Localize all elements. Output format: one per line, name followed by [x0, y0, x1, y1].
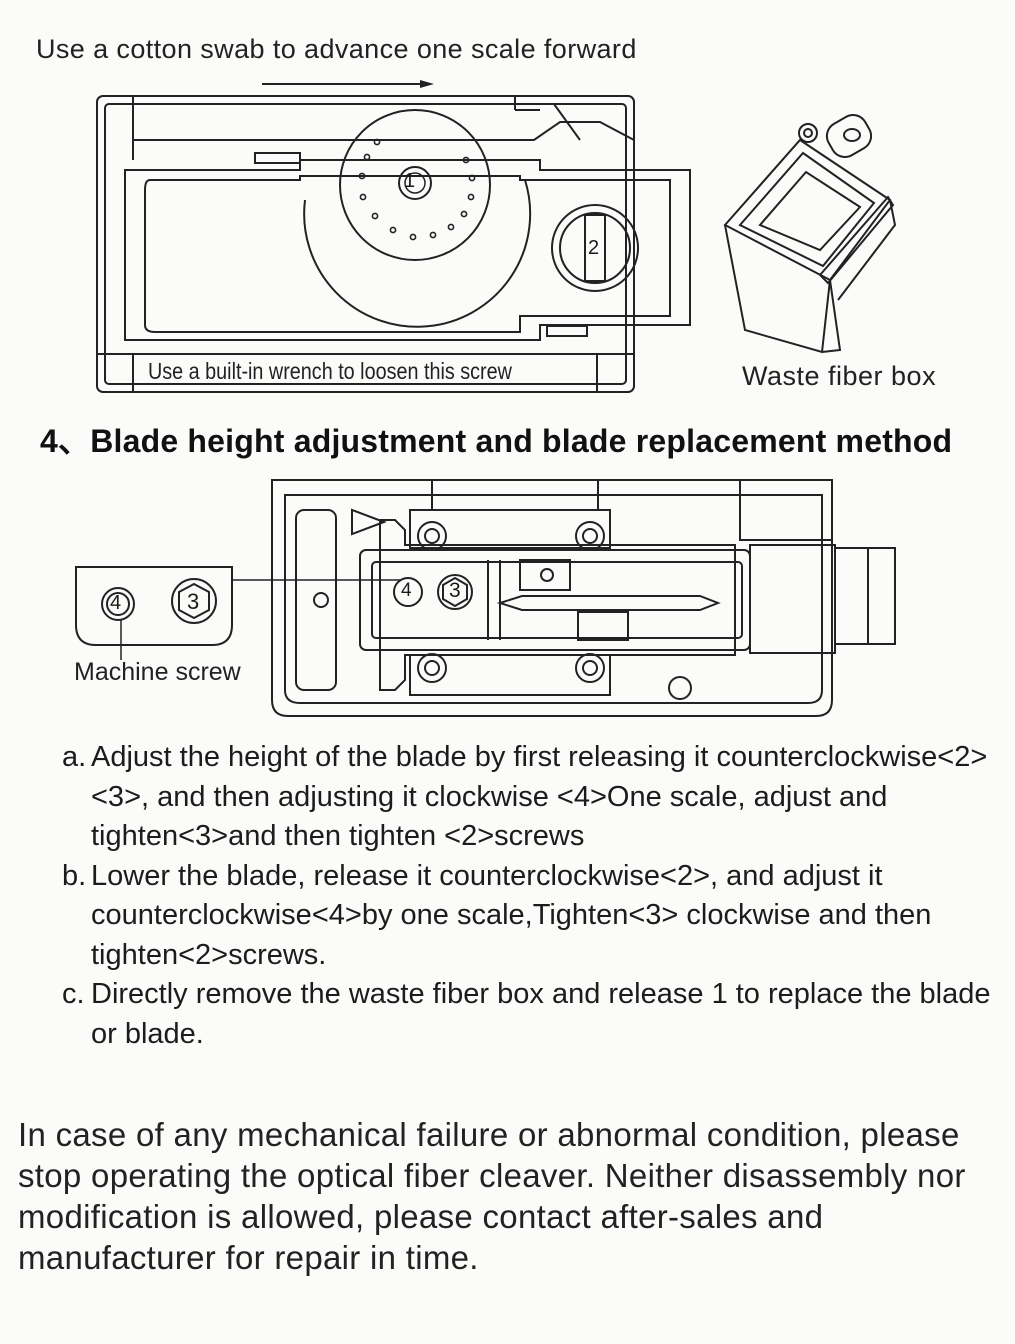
safety-notice: In case of any mechanical failure or abn… [18, 1116, 966, 1276]
machine-screw-caption: Machine screw [74, 658, 241, 686]
label-3-detail: 3 [187, 589, 200, 614]
advance-caption: Use a cotton swab to advance one scale f… [36, 34, 637, 64]
label-1: 1 [404, 170, 416, 192]
step-a: a. Adjust the height of the blade by fir… [62, 738, 992, 857]
step-label: c. [62, 978, 85, 1010]
waste-box-caption: Waste fiber box [742, 361, 937, 391]
step-text: Adjust the height of the blade by first … [91, 741, 988, 852]
step-label: b. [62, 859, 87, 892]
step-c: c. Directly remove the waste fiber box a… [62, 975, 992, 1054]
step-b: b. Lower the blade, release it countercl… [62, 857, 992, 976]
section-heading: 4、Blade height adjustment and blade repl… [40, 423, 953, 459]
label-4: 4 [401, 580, 412, 601]
instruction-steps: a. Adjust the height of the blade by fir… [62, 738, 992, 1054]
label-2: 2 [588, 237, 600, 259]
step-text: Directly remove the waste fiber box and … [91, 978, 991, 1050]
label-3: 3 [449, 579, 461, 602]
step-text: Lower the blade, release it counterclock… [91, 859, 932, 971]
wrench-caption: Use a built-in wrench to loosen this scr… [148, 358, 512, 384]
step-label: a. [62, 741, 87, 773]
label-4-detail: 4 [110, 592, 122, 614]
